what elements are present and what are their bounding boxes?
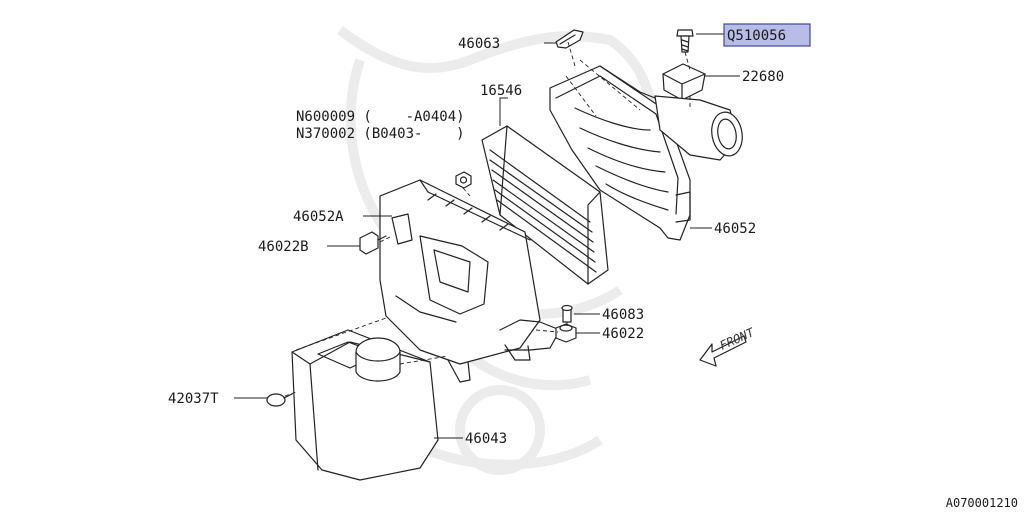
front-label: FRONT [718,325,757,353]
bushing-46022[interactable] [555,323,577,343]
label-46063[interactable]: 46063 [458,36,500,52]
label-n600009[interactable]: N600009 ( -A0404) [296,109,465,125]
label-42037t[interactable]: 42037T [168,391,219,407]
label-46022b[interactable]: 46022B [258,239,309,255]
bolt-q510056[interactable] [676,29,694,53]
pin-46083[interactable] [561,304,573,323]
upper-case-46052[interactable] [549,65,746,241]
label-highlight [723,23,811,47]
resonator-46043[interactable] [291,329,439,481]
clip-46063[interactable] [555,29,584,49]
nut-n600009[interactable] [455,171,472,189]
leader-lines [234,33,740,439]
plug-42037t[interactable] [266,393,293,407]
front-arrow-icon [699,335,747,367]
label-46022[interactable]: 46022 [602,326,644,342]
grommet-46022b[interactable] [359,231,387,255]
label-22680[interactable]: 22680 [742,69,784,85]
assembly-lines [284,41,691,397]
lower-case-46052a[interactable] [379,179,561,383]
filter-16546[interactable] [481,125,609,285]
label-q510056[interactable]: Q510056 [727,28,786,44]
label-16546[interactable]: 16546 [480,83,522,99]
figure-reference: A070001210 [946,496,1018,510]
label-46043[interactable]: 46043 [465,431,507,447]
label-46052[interactable]: 46052 [714,221,756,237]
label-46083[interactable]: 46083 [602,307,644,323]
label-n370002[interactable]: N370002 (B0403- ) [296,126,465,142]
label-46052a[interactable]: 46052A [293,209,344,225]
